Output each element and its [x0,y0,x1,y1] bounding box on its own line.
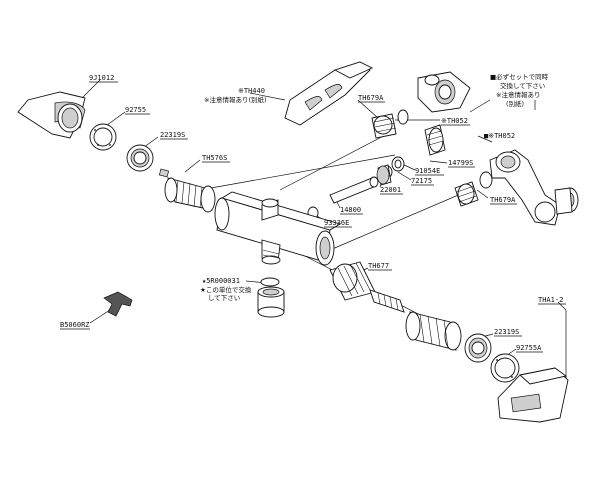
note-set-3: ※注意情報あり [496,90,540,99]
nut-22319s-left [126,144,154,172]
label-9j1012: 9J1012 [89,74,114,82]
nut-22319s-right [464,333,492,363]
note-unit-1: ★この単位で交換 [200,285,252,294]
label-14799s: 14799S [448,159,473,167]
spindle-14800 [329,176,379,204]
label-93336e: 93336E [324,219,349,227]
label-th576s: TH576S [202,154,227,162]
main-body [214,191,342,266]
small-parts-stack [376,156,405,186]
ring-92755 [89,123,117,151]
handle-cover-left [17,91,86,139]
label-th052: ※TH052 [441,117,468,125]
adapter-th679a-top [371,113,397,139]
label-22001: 22001 [380,186,401,194]
elbow-upper [417,71,471,156]
spanner-b5060rz [103,291,133,317]
label-th679a-top: TH679A [358,94,384,102]
note-unit-2: して下さい [208,294,240,302]
handle-cover-right [497,367,569,423]
handle-th440 [284,61,374,126]
note-set-4: (別紙) [506,99,524,108]
label-22319s-left: 22319S [160,131,185,139]
filter-th677 [329,261,405,313]
nut-5r000031 [257,277,285,318]
note-set-1: ■必ずセットで同時 [490,72,549,81]
part-labels: 9J1012 92755 22319S TH576S ※TH440 ※注意情報あ… [60,72,563,352]
label-th677: TH677 [368,262,389,270]
label-5r000031: ★5R000031 [202,277,240,285]
label-th052-set: ■※TH052 [484,132,515,140]
cartridge-lower-right [405,311,462,351]
label-91054e: 91054E [415,167,440,175]
label-b5060rz: B5060RZ [60,321,90,329]
label-th679a-right: TH679A [490,196,516,204]
label-th440: ※TH440 [238,87,265,95]
cartridge-th576s [158,168,216,213]
label-92755a: 92755A [516,344,542,352]
label-22319s-right: 22319S [494,328,519,336]
note-set-2: 交換して下さい [500,81,545,90]
o-ring-top [397,109,409,125]
label-tha1-2: THA1-2 [538,296,563,304]
label-14800: 14800 [340,206,361,214]
label-underlines [60,81,566,353]
label-72175: 72175 [411,177,432,185]
adapter-th679a-right [454,181,479,207]
note-attention-1: ※注意情報あり(別紙) [204,95,267,104]
ring-92755a [490,353,520,383]
label-92755: 92755 [125,106,146,114]
elbow-right [479,149,579,226]
